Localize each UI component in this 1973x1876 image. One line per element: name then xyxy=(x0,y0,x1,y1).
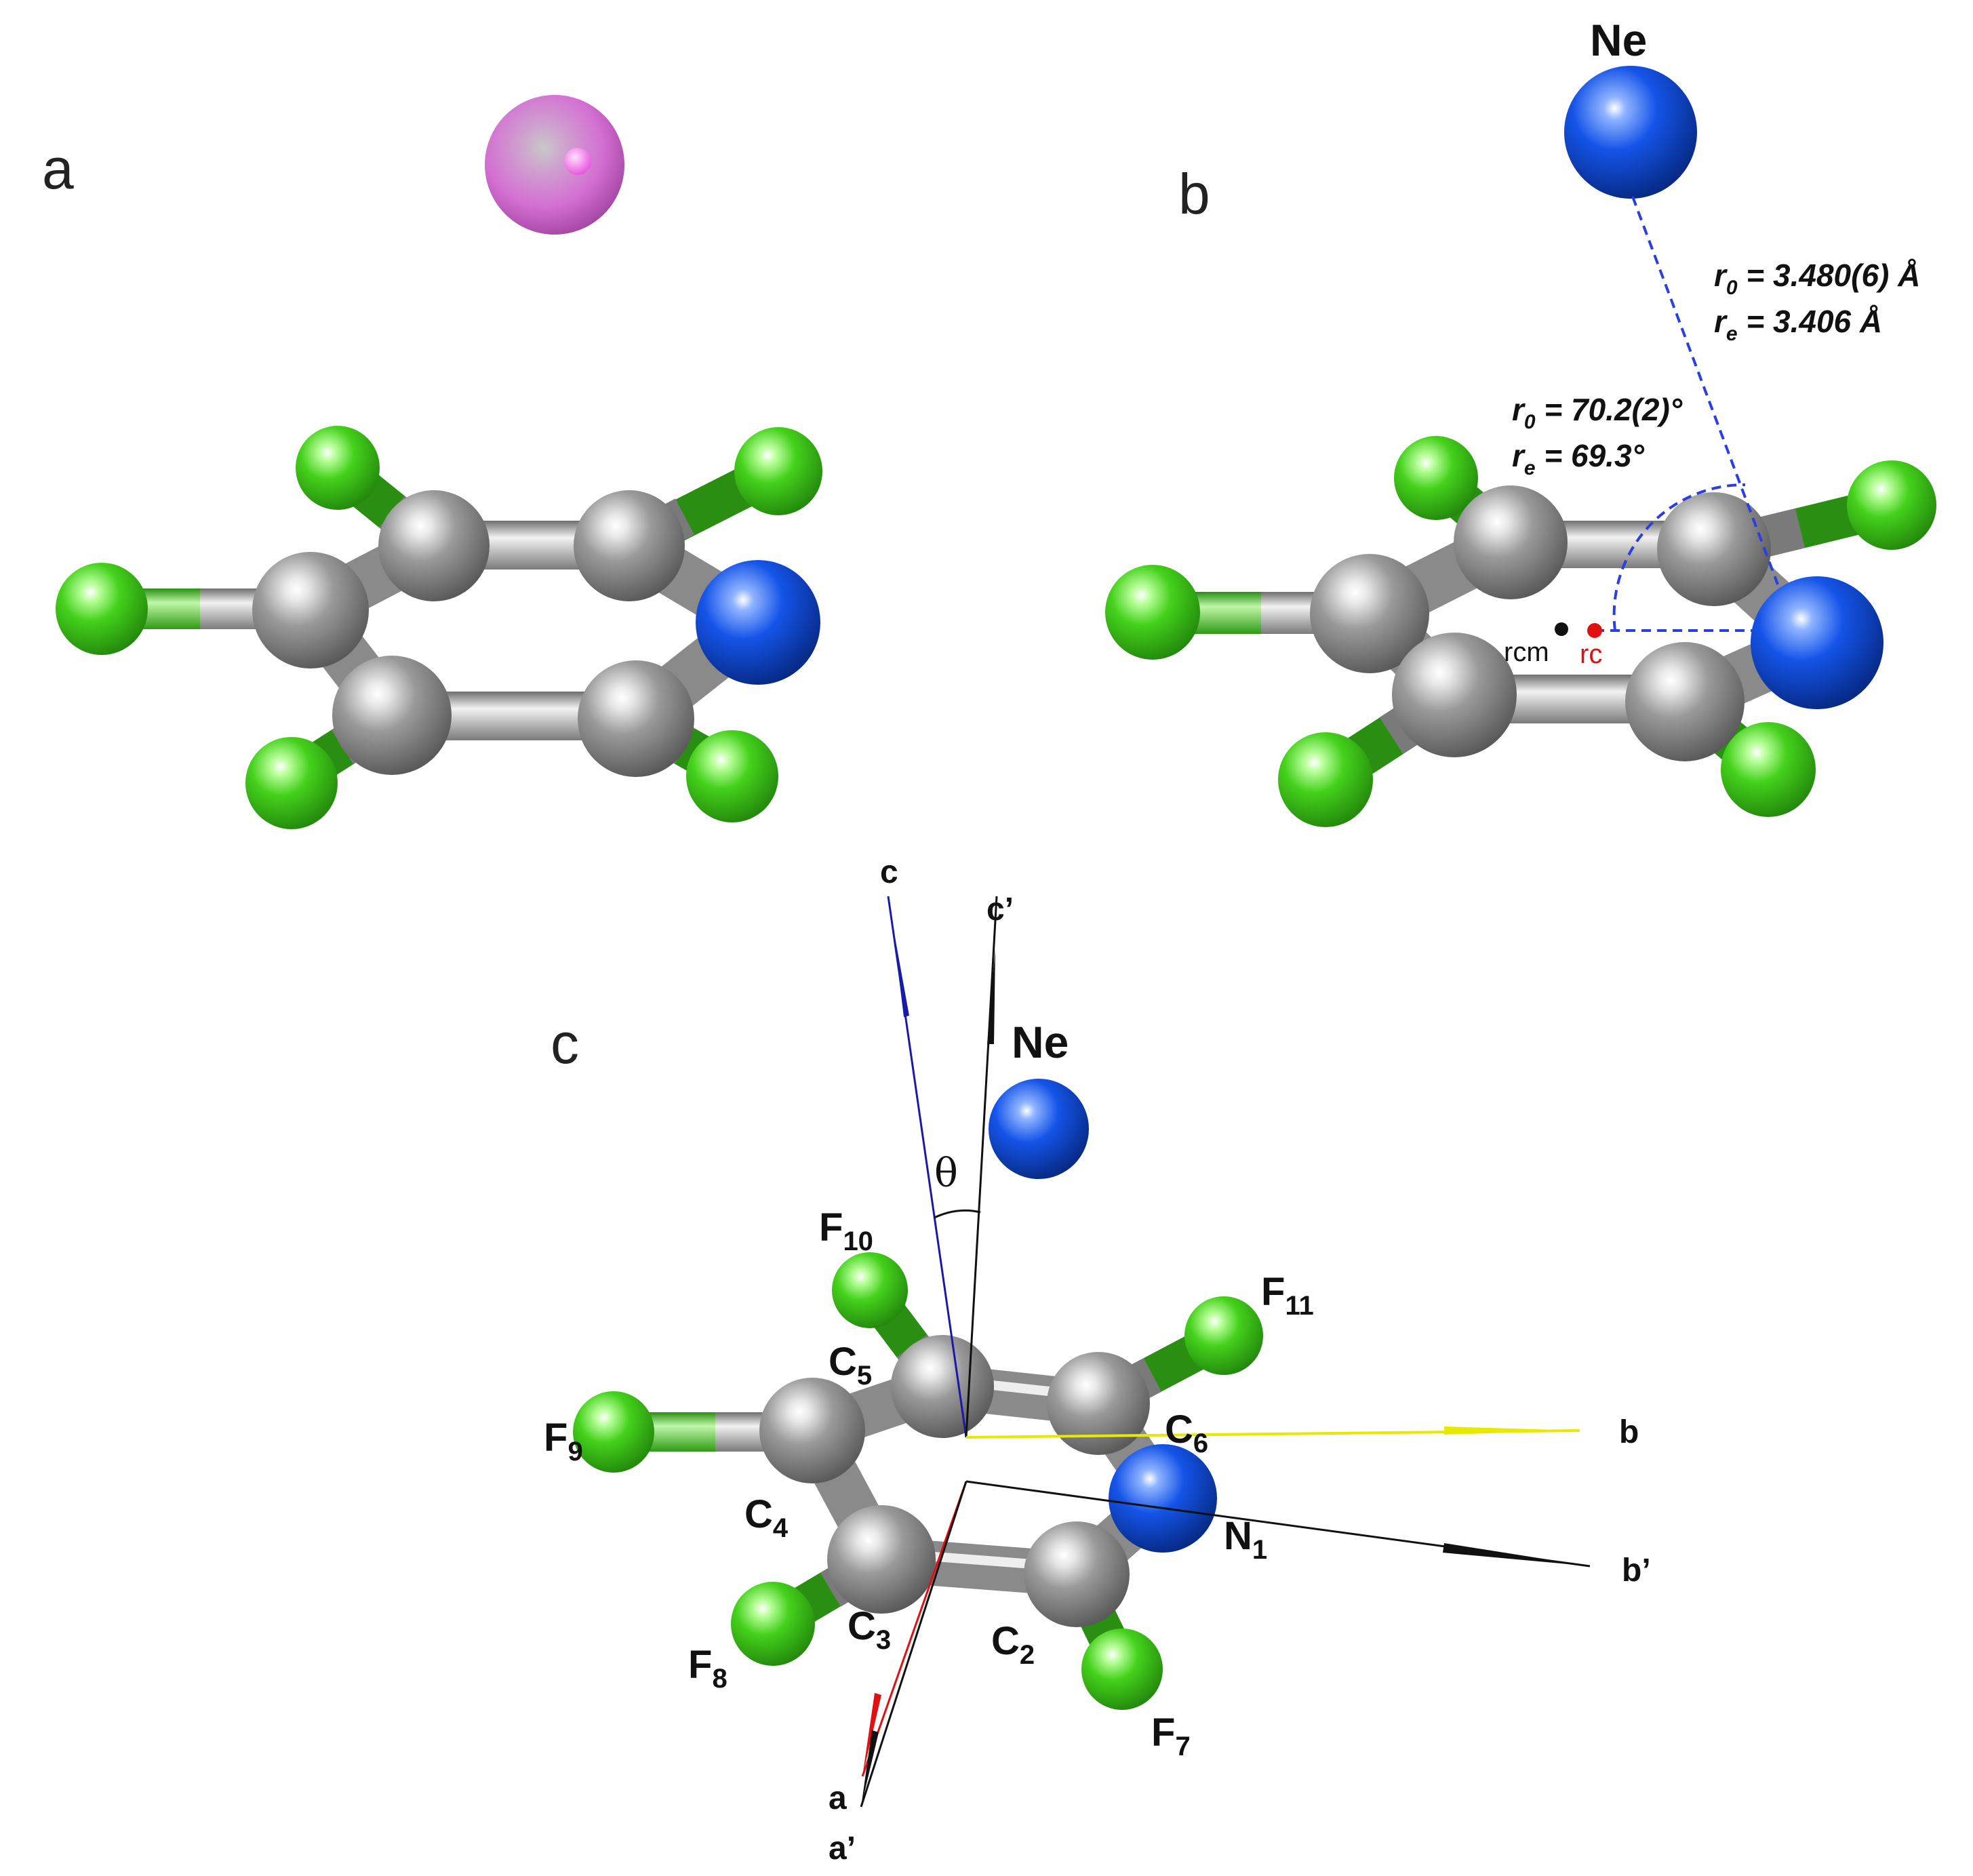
axis-b-prime-arrowhead xyxy=(1443,1543,1590,1566)
axis-c-prime-line xyxy=(965,896,998,1438)
theta-arc xyxy=(934,1209,981,1219)
nitrogen-atom xyxy=(1109,1444,1217,1553)
angle-parameters: r0 = 70.2(2)° re = 69.3° xyxy=(1512,392,1683,479)
carbon-atom xyxy=(332,656,452,775)
rcm-label: rcm xyxy=(1504,637,1549,667)
inertial-axes xyxy=(860,896,1591,1808)
panel-a: a xyxy=(42,95,822,829)
theta-label: θ xyxy=(934,1150,958,1196)
molecule-a xyxy=(56,426,822,829)
carbon-atom xyxy=(1392,633,1517,757)
carbon-atom xyxy=(891,1335,994,1438)
axis-b-label: b xyxy=(1619,1414,1639,1450)
axis-a-label: a xyxy=(829,1780,847,1816)
panel-a-letter: a xyxy=(42,137,74,201)
angle-r0: r0 = 70.2(2)° xyxy=(1512,392,1683,433)
carbon-atom xyxy=(827,1505,936,1614)
fluorine-atom xyxy=(1847,460,1936,550)
atom-labels: F10 F11 C5 C6 F9 C4 N1 C3 C2 F8 F7 xyxy=(544,1205,1314,1761)
carbon-atom xyxy=(252,552,369,668)
atom-label-f8: F8 xyxy=(688,1643,728,1694)
distance-dashed-line xyxy=(1631,196,1779,585)
fluorine-atom xyxy=(832,1252,908,1328)
atom-label-n1: N1 xyxy=(1224,1514,1267,1565)
atom-label-f11: F11 xyxy=(1261,1270,1314,1321)
fluorine-atom xyxy=(296,426,380,510)
carbon-atom xyxy=(1024,1521,1130,1627)
molecule-b xyxy=(1105,436,1936,827)
axis-a-prime-label: a’ xyxy=(829,1831,856,1867)
fluorine-atom xyxy=(1721,722,1816,817)
fluorine-atom xyxy=(1184,1296,1263,1375)
carbon-atom xyxy=(1657,492,1771,606)
panel-c-letter: c xyxy=(551,1012,579,1075)
neon-atom xyxy=(1564,66,1697,199)
axis-a-prime-arrowhead xyxy=(861,1730,879,1807)
fluorine-atom xyxy=(1278,732,1373,827)
nitrogen-atom xyxy=(696,560,820,685)
axis-c-prime-arrowhead xyxy=(987,949,995,1044)
axis-c-arrowhead xyxy=(892,922,909,1017)
fluorine-atom xyxy=(731,1582,815,1666)
atom-label-c3: C3 xyxy=(848,1604,891,1655)
neon-label: Ne xyxy=(1590,15,1647,65)
angle-re: re = 69.3° xyxy=(1512,438,1645,479)
fluorine-atom xyxy=(573,1391,654,1473)
fluorine-atom xyxy=(1081,1629,1163,1710)
atom-label-f10: F10 xyxy=(819,1205,873,1256)
rcm-point xyxy=(1555,622,1568,636)
fluorine-atom xyxy=(56,563,148,655)
axis-b-arrowhead xyxy=(1444,1426,1580,1435)
panel-b-letter: b xyxy=(1178,162,1210,226)
angle-arc xyxy=(1612,483,1746,631)
atom-label-f9: F9 xyxy=(544,1416,583,1466)
fluorine-atom xyxy=(245,737,338,829)
distance-r0: r0 = 3.480(6) Å xyxy=(1714,258,1920,299)
atom-label-c5: C5 xyxy=(829,1340,872,1391)
carbon-atom xyxy=(1454,485,1568,599)
atom-label-c4: C4 xyxy=(744,1492,789,1543)
carbon-atom xyxy=(759,1378,865,1483)
atom-label-f7: F7 xyxy=(1151,1711,1191,1761)
neon-atom-c xyxy=(989,1079,1089,1179)
axis-a-prime-line xyxy=(860,1481,968,1808)
panel-c: c xyxy=(544,854,1651,1867)
fluorine-atom xyxy=(734,427,822,515)
axis-c-label: c xyxy=(880,854,898,890)
atom-label-c2: C2 xyxy=(991,1619,1035,1670)
fluorine-atom xyxy=(1394,436,1478,520)
carbon-atom xyxy=(1310,554,1429,673)
distance-parameters: r0 = 3.480(6) Å re = 3.406 Å xyxy=(1714,258,1920,345)
carbon-atom xyxy=(378,490,490,601)
carbon-atom xyxy=(574,490,685,601)
panel-b: b Ne r0 = 3.480(6) Å re = 3.406 Å r0 = 7… xyxy=(1105,15,1936,827)
atom-label-c6: C6 xyxy=(1165,1408,1208,1458)
molecule-c xyxy=(573,1252,1263,1710)
axis-c-prime-label: c’ xyxy=(986,892,1014,927)
carbon-atom xyxy=(1047,1352,1150,1455)
carbon-atom xyxy=(578,660,694,777)
fluorine-atom xyxy=(1105,565,1200,660)
rc-label: rc xyxy=(1580,639,1602,669)
rc-point xyxy=(1587,623,1602,638)
fluorine-atom xyxy=(686,730,778,822)
distance-re: re = 3.406 Å xyxy=(1714,304,1882,345)
axis-a-line xyxy=(861,1481,968,1777)
axis-b-prime-label: b’ xyxy=(1622,1553,1651,1589)
nitrogen-atom xyxy=(1751,576,1884,709)
carbon-atom xyxy=(1625,642,1745,761)
neon-label-c: Ne xyxy=(1012,1017,1069,1067)
probe-sphere xyxy=(485,95,624,235)
